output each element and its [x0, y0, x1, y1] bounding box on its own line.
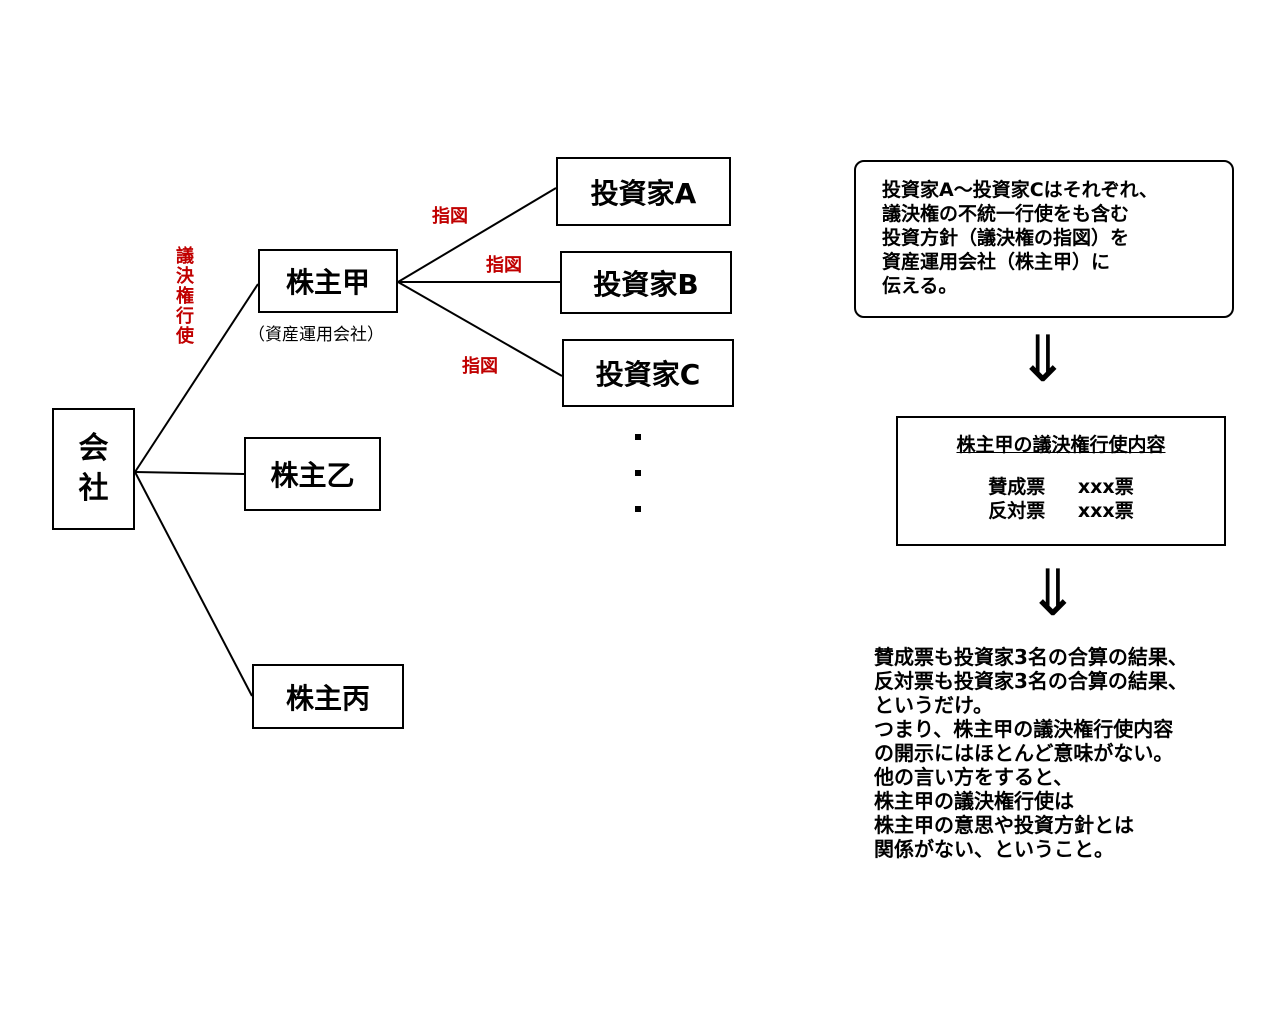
shareholder-kou-label: 株主甲: [285, 266, 370, 299]
line-kou-to-investor-a: [397, 187, 557, 283]
investor-c-box: 投資家C: [562, 339, 734, 407]
company-label-line2: 社: [78, 471, 109, 506]
explanation-line: 議決権の不統一行使をも含む: [882, 203, 1130, 225]
explanation-box: 投資家A～投資家Cはそれぞれ、 議決権の不統一行使をも含む 投資方針（議決権の指…: [854, 160, 1234, 318]
conclusion-line: 反対票も投資家3名の合算の結果、: [874, 669, 1188, 693]
company-label-line1: 会: [78, 431, 109, 466]
down-arrow-icon: ⇓: [1026, 557, 1080, 631]
shareholder-hei-box: 株主丙: [252, 664, 404, 729]
conclusion-line: の開示にはほとんど意味がない。: [874, 741, 1174, 765]
shareholder-hei-label: 株主丙: [285, 681, 370, 715]
ellipsis-dot-3: [635, 506, 641, 512]
voting-result-title: 株主甲の議決権行使内容: [956, 434, 1166, 456]
conclusion-line: 株主甲の意思や投資方針とは: [874, 813, 1134, 837]
conclusion-line: というだけ。: [874, 693, 993, 717]
explanation-line: 投資家A～投資家Cはそれぞれ、: [882, 179, 1158, 201]
conclusion-line: 株主甲の議決権行使は: [874, 789, 1074, 813]
instruction-label-a: 指図: [432, 206, 468, 227]
line-company-to-otsu: [134, 471, 245, 475]
conclusion-line: つまり、株主甲の議決権行使内容: [874, 717, 1174, 741]
voting-rights-label: 議決権行使: [173, 246, 194, 346]
down-arrow-icon: ⇓: [1016, 323, 1070, 397]
instruction-label-c: 指図: [462, 356, 498, 377]
conclusion-line: 他の言い方をすると、: [874, 765, 1074, 789]
conclusion-line: 賛成票も投資家3名の合算の結果、: [874, 645, 1188, 669]
company-box: 会 社: [52, 408, 135, 530]
investor-c-label: 投資家C: [595, 358, 701, 391]
investor-b-box: 投資家B: [560, 251, 732, 314]
conclusion-line: 関係がない、ということ。: [874, 837, 1114, 861]
investor-b-label: 投資家B: [593, 267, 699, 301]
shareholder-otsu-label: 株主乙: [270, 459, 355, 492]
explanation-line: 投資方針（議決権の指図）を: [882, 227, 1130, 249]
investor-a-label: 投資家A: [590, 176, 697, 210]
line-company-to-hei: [134, 471, 253, 697]
voting-result-box: 株主甲の議決権行使内容 賛成票 xxx票 反対票 xxx票: [896, 416, 1226, 546]
line-company-to-kou: [134, 283, 259, 473]
instruction-label-b: 指図: [486, 255, 522, 276]
investor-a-box: 投資家A: [556, 157, 731, 226]
explanation-line: 伝える。: [882, 275, 958, 297]
line-kou-to-investor-c: [397, 281, 563, 377]
result-row-value: xxx票: [1077, 476, 1134, 498]
conclusion-text: 賛成票も投資家3名の合算の結果、 反対票も投資家3名の合算の結果、 というだけ。…: [874, 645, 1188, 861]
result-row-label: 賛成票: [988, 476, 1046, 498]
explanation-line: 資産運用会社（株主甲）に: [882, 251, 1111, 273]
shareholder-kou-subtitle: （資産運用会社）: [248, 325, 384, 345]
ellipsis-dot-2: [635, 470, 641, 476]
shareholder-kou-box: 株主甲: [258, 249, 398, 313]
result-row-value: xxx票: [1077, 500, 1134, 522]
result-row-label: 反対票: [988, 500, 1046, 522]
ellipsis-dot-1: [635, 434, 641, 440]
result-row-approve: 賛成票 xxx票: [988, 475, 1133, 499]
result-row-oppose: 反対票 xxx票: [988, 499, 1133, 523]
shareholder-otsu-box: 株主乙: [244, 437, 381, 511]
